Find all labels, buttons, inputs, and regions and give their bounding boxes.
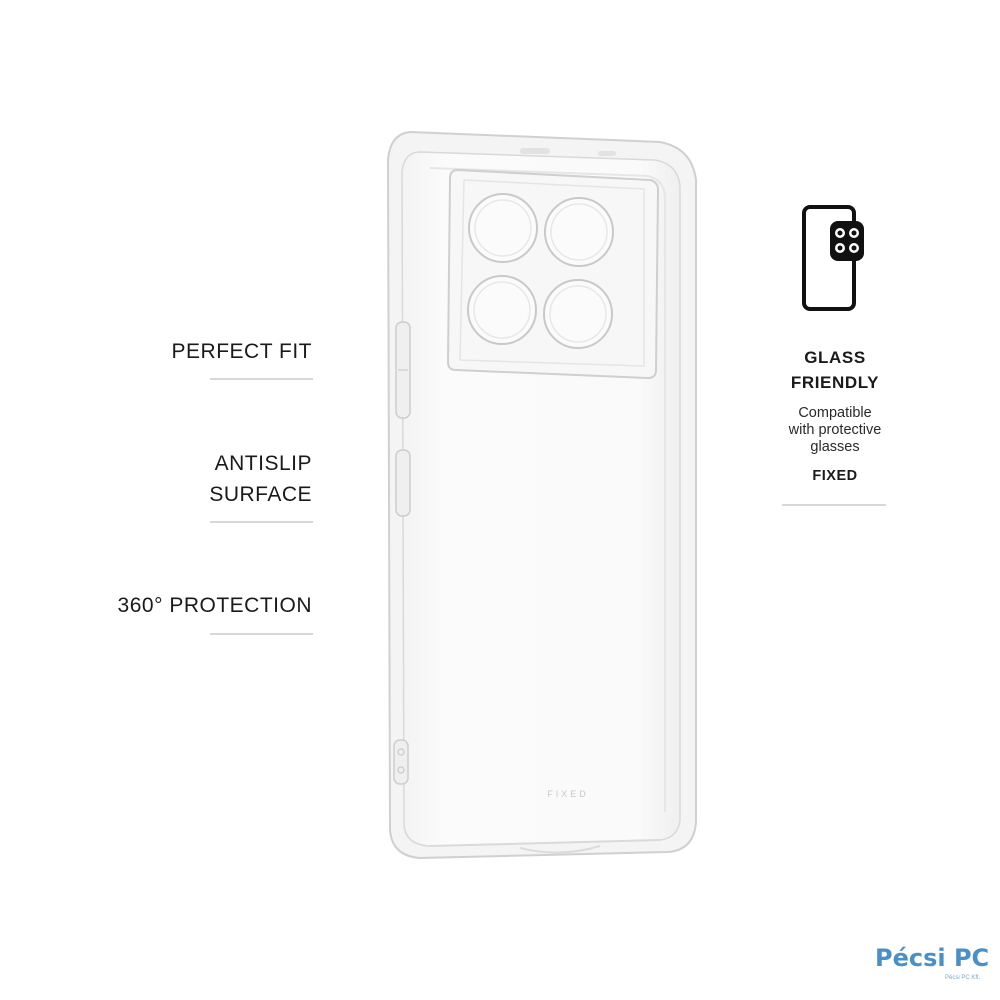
feature-antislip-label-1: ANTISLIP	[214, 452, 312, 475]
logo-name: Pécsi PC	[875, 944, 990, 972]
camera-lens-icon	[830, 221, 864, 261]
logo-subtitle: Pécsi PC Kft.	[945, 975, 981, 981]
divider	[782, 504, 886, 506]
divider	[210, 521, 313, 523]
glass-brand: FIXED	[812, 468, 858, 484]
glass-friendly-title: GLASS FRIENDLY	[772, 345, 898, 395]
divider	[210, 378, 313, 380]
feature-antislip-label-2: SURFACE	[209, 483, 312, 506]
pecsi-pc-logo: Pécsi PC Pécsi PC Kft.	[875, 944, 993, 992]
glass-title-line-1: GLASS	[804, 348, 866, 367]
divider	[210, 633, 313, 635]
glass-title-line-2: FRIENDLY	[790, 373, 880, 392]
feature-perfect-fit: PERFECT FIT	[52, 336, 312, 367]
phone-with-camera-glass-icon	[802, 205, 864, 311]
glass-desc-line-1: Compatible	[798, 405, 872, 421]
glass-desc-line-3: glasses	[810, 439, 860, 455]
feature-perfect-fit-label: PERFECT FIT	[171, 340, 312, 363]
case-engraving: FIXED	[547, 789, 589, 799]
feature-protection-label: 360° PROTECTION	[117, 594, 312, 617]
feature-360-protection: 360° PROTECTION	[52, 590, 312, 621]
glass-description: Compatible with protective glasses	[772, 405, 898, 456]
glass-desc-line-2: with protective	[788, 422, 882, 438]
feature-antislip: ANTISLIP SURFACE	[52, 448, 312, 510]
